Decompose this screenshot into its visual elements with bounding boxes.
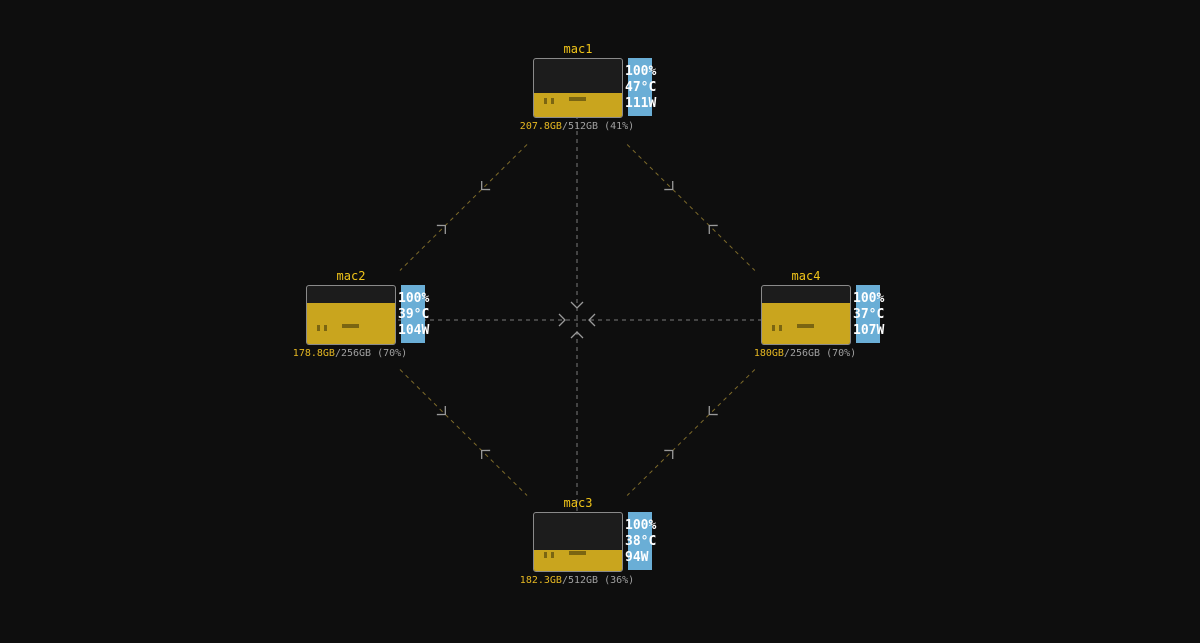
temperature: 47°C <box>625 80 657 95</box>
temperature: 39°C <box>398 307 430 322</box>
memory-fill <box>307 303 395 344</box>
node-name: mac3 <box>563 496 593 510</box>
memory-usage: 207.8GB/512GB (41%) <box>497 121 657 133</box>
stats-readout: 100% 37°C 107W <box>853 291 884 339</box>
memory-used: 180GB <box>753 348 784 359</box>
arrow-icon <box>481 449 491 459</box>
memory-usage: 180GB/256GB (70%) <box>725 348 885 360</box>
memory-total: /512GB <box>561 575 599 586</box>
edge-mac1-mac2 <box>399 144 528 271</box>
mac-device-icon <box>533 512 623 572</box>
stats-readout: 100% 47°C 111W <box>625 64 656 112</box>
memory-total: /256GB <box>783 348 821 359</box>
edge-mac4-mac3 <box>626 369 756 496</box>
edge-mac1-mac4 <box>626 144 756 271</box>
memory-used: 182.3GB <box>519 575 562 586</box>
arrow-icon <box>664 181 674 191</box>
node-name: mac4 <box>791 269 821 283</box>
memory-fill <box>762 303 850 344</box>
mac-device-icon <box>533 58 623 118</box>
gpu-usage: 100% <box>853 291 885 306</box>
memory-percent: (70%) <box>371 348 408 359</box>
node-mac4[interactable]: mac4 100% 37°C 107W 180GB/256GB (70%) <box>754 269 961 389</box>
temperature: 37°C <box>853 307 885 322</box>
power: 111W <box>625 96 657 111</box>
arrow-icon <box>708 224 718 234</box>
stats-readout: 100% 38°C 94W <box>625 518 656 566</box>
arrow-icon <box>588 313 596 327</box>
arrow-icon <box>664 449 674 459</box>
gpu-stats-bar <box>401 285 425 343</box>
node-mac2[interactable]: mac2 100% 39°C 104W 178.8GB/256GB (70%) <box>293 269 506 389</box>
edge-mac2-mac3 <box>399 369 528 496</box>
gpu-stats-bar <box>628 512 652 570</box>
arrow-icon <box>558 313 566 327</box>
gpu-usage: 100% <box>625 518 657 533</box>
power: 94W <box>625 550 649 565</box>
node-name: mac2 <box>336 269 366 283</box>
arrow-icon <box>436 406 446 416</box>
gpu-usage: 100% <box>625 64 657 79</box>
memory-usage: 182.3GB/512GB (36%) <box>497 575 657 587</box>
node-name: mac1 <box>563 42 593 56</box>
power: 107W <box>853 323 885 338</box>
memory-total: /256GB <box>334 348 372 359</box>
arrow-icon <box>708 406 718 416</box>
memory-percent: (36%) <box>598 575 635 586</box>
memory-fill <box>534 550 622 571</box>
power: 104W <box>398 323 430 338</box>
mac-device-icon <box>761 285 851 345</box>
memory-percent: (70%) <box>820 348 857 359</box>
arrow-icon <box>570 331 584 339</box>
arrow-icon <box>436 224 446 234</box>
arrow-icon <box>481 181 491 191</box>
gpu-usage: 100% <box>398 291 430 306</box>
memory-used: 207.8GB <box>519 121 562 132</box>
node-mac3[interactable]: mac3 100% 38°C 94W 182.3GB/512GB (36%) <box>520 496 733 616</box>
stats-readout: 100% 39°C 104W <box>398 291 429 339</box>
node-mac1[interactable]: mac1 100% 47°C 111W 207.8GB/512GB (41%) <box>520 42 733 162</box>
memory-used: 178.8GB <box>292 348 335 359</box>
memory-percent: (41%) <box>598 121 635 132</box>
memory-fill <box>534 93 622 117</box>
gpu-stats-bar <box>856 285 880 343</box>
memory-usage: 178.8GB/256GB (70%) <box>270 348 430 360</box>
memory-total: /512GB <box>561 121 599 132</box>
arrow-icon <box>570 301 584 309</box>
temperature: 38°C <box>625 534 657 549</box>
mac-device-icon <box>306 285 396 345</box>
gpu-stats-bar <box>628 58 652 116</box>
